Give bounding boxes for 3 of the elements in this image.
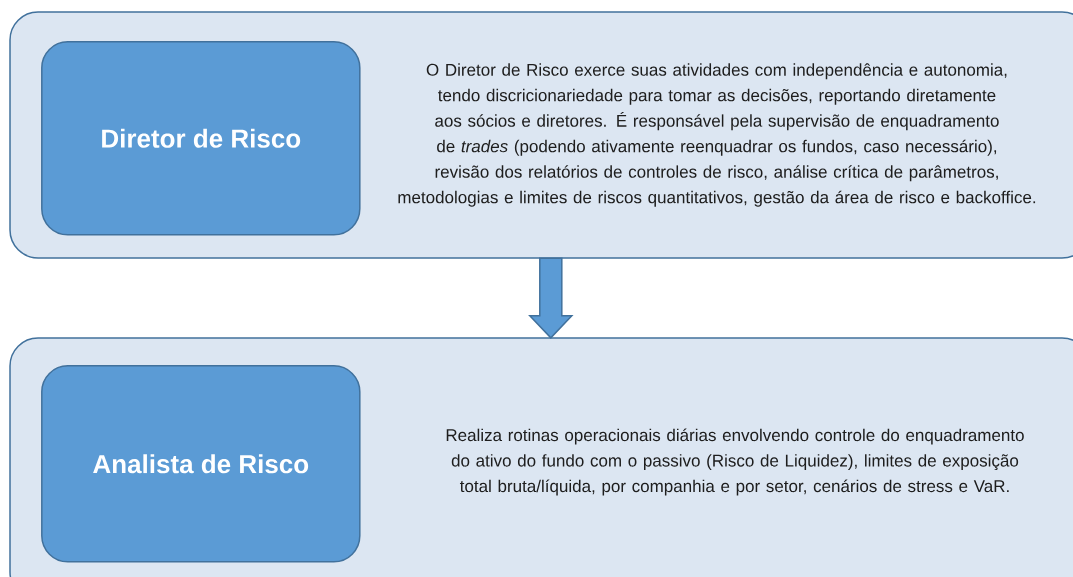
role-box: Diretor de Risco — [41, 41, 361, 236]
role-box: Analista de Risco — [41, 365, 361, 563]
block-arrow — [528, 257, 574, 339]
